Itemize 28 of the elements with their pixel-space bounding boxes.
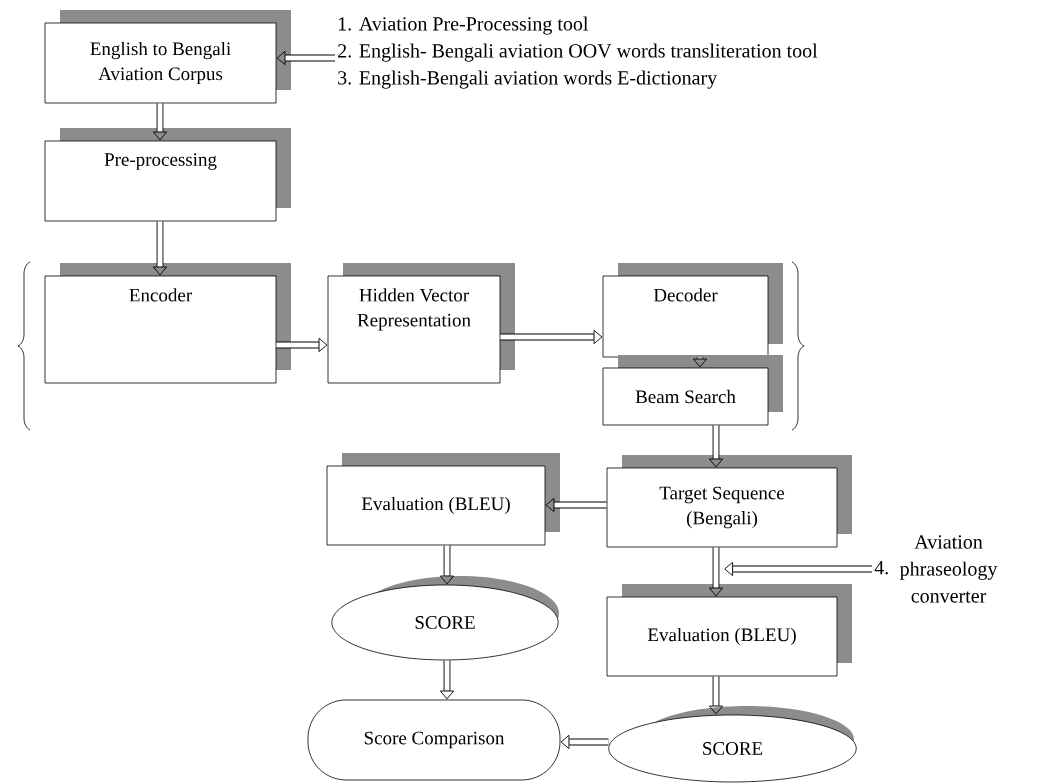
arrow bbox=[708, 547, 724, 597]
process-box: Evaluation (BLEU) bbox=[326, 453, 560, 546]
arrow bbox=[152, 103, 168, 141]
process-box: Beam Search bbox=[602, 355, 783, 426]
arrow bbox=[545, 497, 607, 513]
arrow bbox=[560, 734, 609, 750]
process-box: Evaluation (BLEU) bbox=[606, 584, 852, 677]
process-box: Target Sequence (Bengali) bbox=[606, 455, 852, 548]
process-box: Pre-processing bbox=[44, 128, 291, 222]
process-box: Decoder bbox=[602, 263, 783, 358]
arrow bbox=[724, 561, 872, 577]
arrow bbox=[708, 425, 724, 468]
arrow bbox=[276, 337, 328, 353]
process-box: Hidden Vector Representation bbox=[327, 263, 515, 384]
arrow bbox=[152, 221, 168, 276]
arrow bbox=[276, 50, 335, 66]
process-box: Encoder bbox=[44, 263, 291, 384]
tool-list: 1. Aviation Pre-Processing tool 2. English- Bengali aviation OOV words transliteration tool 3. English-Bengali aviation words E-dictionary bbox=[338, 16, 818, 89]
arrow bbox=[439, 660, 455, 700]
process-box: English to Bengali Aviation Corpus bbox=[44, 10, 291, 104]
terminal-box: Score Comparison bbox=[307, 699, 561, 781]
node-label: SCORE bbox=[703, 742, 763, 755]
arrow bbox=[708, 676, 724, 715]
node-label: Decoder bbox=[653, 288, 718, 302]
arrow bbox=[692, 357, 708, 368]
arrow bbox=[439, 545, 455, 585]
arrow bbox=[500, 329, 603, 345]
tool-note: 4. Aviation phraseology converter bbox=[874, 535, 998, 603]
